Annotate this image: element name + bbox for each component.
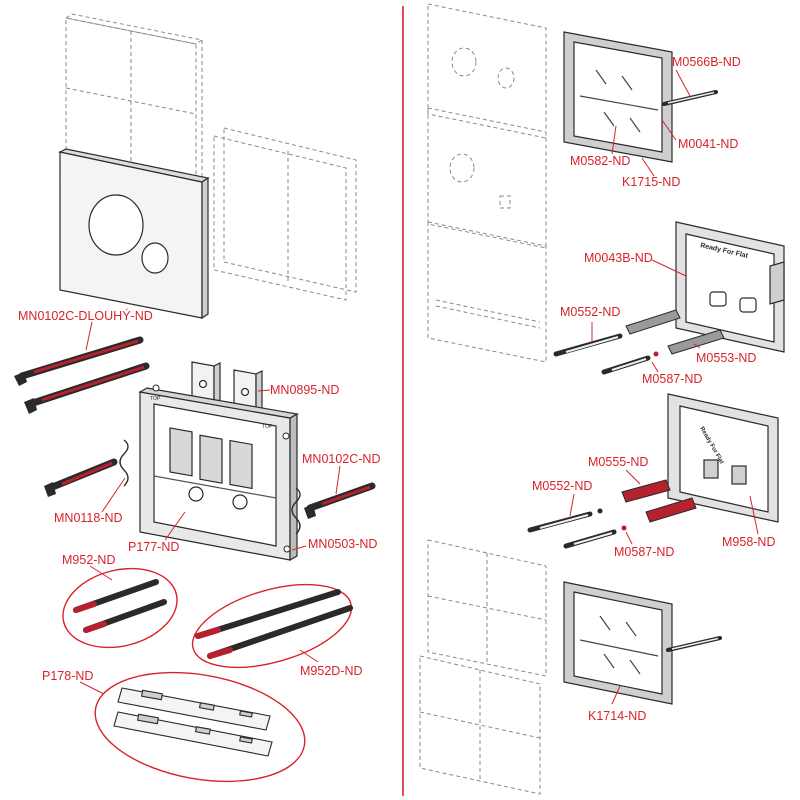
mounting-frame-m958 [667, 393, 779, 523]
leader-k1715 [641, 157, 655, 177]
extension-rod-m952d-upper [195, 589, 341, 639]
flush-plate-round-buttons [58, 148, 210, 320]
cover-plate-dashed-right-4 [427, 539, 547, 677]
leader-mn0102c [335, 465, 341, 495]
label-mn0118: MN0118-ND [54, 511, 123, 525]
frame-screw-hole-2 [282, 432, 290, 440]
long-actuator-rod-upper [14, 336, 144, 386]
label-m0566b: M0566B-ND [672, 55, 741, 69]
leader-m0582 [611, 125, 617, 155]
group-ellipse-m952d [191, 583, 353, 669]
group-ellipse-m952 [62, 567, 178, 649]
frame-screw-hole-1 [152, 384, 160, 392]
leader-m0043b [651, 259, 687, 277]
leader-m952 [89, 565, 113, 581]
label-m0552-lower: M0552-ND [532, 479, 592, 493]
leader-m0555 [625, 469, 641, 485]
label-mn0895: MN0895-ND [270, 383, 339, 397]
rod-k1714 [666, 636, 722, 652]
cover-plate-dashed-right-2 [427, 107, 547, 249]
label-k1715: K1715-ND [622, 175, 680, 189]
spring-clip-left [119, 439, 129, 487]
cover-plate-dashed-top [64, 13, 204, 185]
cover-plate-dashed-right-1 [427, 3, 547, 139]
leader-m952d [299, 649, 319, 663]
adapter-m0555-2 [645, 497, 697, 523]
rod-m0552-upper [553, 333, 623, 357]
small-nut-mn0503 [283, 545, 291, 553]
leader-mn0895 [257, 389, 271, 392]
extension-rod-m952-lower [83, 599, 167, 633]
leader-p177 [164, 511, 186, 541]
rod-m0587-lower [563, 525, 627, 549]
frame-top-marking-right: TOP [262, 424, 273, 430]
short-actuator-rod-right [304, 482, 376, 519]
label-p177: P177-ND [128, 540, 179, 554]
leader-m0566b [675, 69, 691, 97]
label-m952d: M952D-ND [300, 664, 363, 678]
leader-m0041 [661, 119, 677, 141]
label-m0582: M0582-ND [570, 154, 630, 168]
adapter-m0553-2 [667, 329, 725, 355]
mounting-frame-p177 [138, 387, 299, 562]
label-m958: M958-ND [722, 535, 776, 549]
label-m0041: M0041-ND [678, 137, 738, 151]
leader-mn0118 [101, 477, 126, 513]
mounting-frame-k1714 [563, 581, 673, 705]
spring-clip-right [291, 487, 301, 535]
label-mn0102c-dlouhy: MN0102C-DLOUHÝ-ND [18, 308, 153, 323]
leader-m0552-lower [569, 493, 575, 517]
leader-mn0102c-dlouhy [85, 321, 93, 351]
mounting-strip-p178-upper [117, 687, 271, 731]
label-p178: P178-ND [42, 669, 93, 683]
leader-p178 [79, 681, 105, 695]
cover-plate-dashed-right-3 [427, 221, 547, 363]
cover-plate-dashed-right-5 [419, 655, 541, 795]
leader-m0587-upper [651, 361, 659, 373]
label-mn0503: MN0503-ND [308, 537, 377, 551]
leader-m0587-lower [625, 531, 633, 545]
leader-mn0503 [291, 545, 307, 551]
label-mn0102c: MN0102C-ND [302, 452, 381, 466]
leader-m0553 [693, 343, 701, 349]
label-m0587-upper: M0587-ND [642, 372, 702, 386]
extension-rod-m952-upper [73, 579, 159, 613]
label-m0043b: M0043B-ND [584, 251, 653, 265]
mounting-frame-m0043b [675, 221, 785, 353]
adapter-m0553-1 [625, 309, 681, 335]
label-m0553: M0553-ND [696, 351, 756, 365]
leader-m958 [749, 495, 759, 535]
label-m952: M952-ND [62, 553, 116, 567]
extension-rod-m952d-lower [207, 605, 353, 659]
mounting-strip-p178-lower [113, 711, 273, 757]
rod-m0587-upper [601, 351, 659, 375]
group-ellipse-p178 [94, 671, 306, 783]
frame-top-marking-left: TOP [150, 396, 161, 402]
mounting-frame-k1715 [563, 31, 673, 163]
long-actuator-rod-lower [24, 362, 150, 414]
label-m0552-upper: M0552-ND [560, 305, 620, 319]
label-m0587-lower: M0587-ND [614, 545, 674, 559]
adapter-m0555-1 [621, 479, 671, 503]
leader-k1714 [611, 685, 621, 705]
rod-m0566b [662, 90, 718, 106]
rod-m0552-lower [527, 508, 603, 533]
short-actuator-rod-left [44, 458, 118, 497]
label-k1714: K1714-ND [588, 709, 646, 723]
cover-plate-dashed-right [213, 127, 357, 301]
label-m0555: M0555-ND [588, 455, 648, 469]
